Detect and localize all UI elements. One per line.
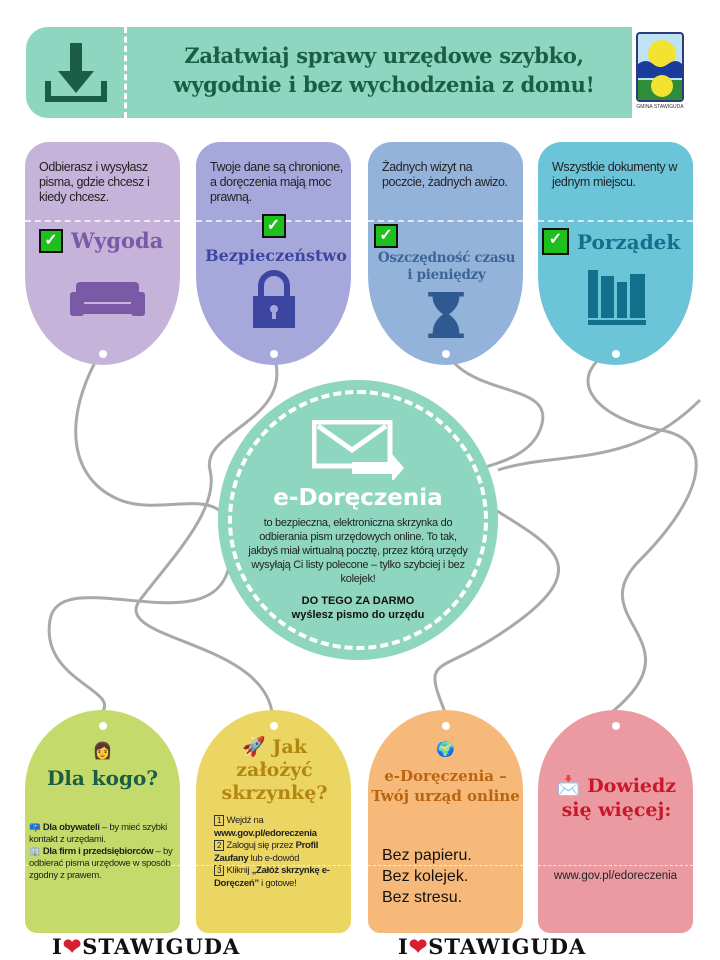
- benefit-title: Bezpieczeństwo: [205, 246, 347, 265]
- center-bold-2: wyślesz pismo do urzędu: [291, 609, 425, 621]
- who-item-2-bold: Dla firm i przedsiębiorców: [42, 846, 154, 857]
- step-1: 1 Wejdź na www.gov.pl/edoreczenia: [214, 815, 317, 839]
- globe-icon: 🌍: [436, 741, 455, 758]
- online-line: Bez papieru.: [382, 847, 472, 864]
- heart-icon: ❤: [408, 934, 429, 960]
- benefit-text: Żadnych wizyt na poczcie, żadnych awizo.: [382, 160, 508, 189]
- who-item-2-text: – by odbierać pisma urzędowe w sposób zg…: [29, 846, 173, 881]
- benefit-title: Oszczędność czasu i pieniędzy: [377, 250, 516, 283]
- tag-title: Jak założyć skrzynkę?: [221, 736, 328, 804]
- sofa-icon: [70, 282, 145, 316]
- e-doreczenia-circle: e-Doręczenia to bezpieczna, elektroniczn…: [218, 380, 498, 660]
- center-bold-1: DO TEGO ZA DARMO: [301, 595, 415, 607]
- rocket-icon: 🚀: [242, 736, 266, 758]
- center-title: e-Doręczenia: [273, 485, 443, 511]
- checkmark-icon: ✓: [261, 214, 286, 238]
- info-tag-online: 🌍 e-Doręczenia – Twój urząd online Bez p…: [368, 710, 523, 933]
- benefit-tag-oszczednosc: Żadnych wizyt na poczcie, żadnych awizo.…: [368, 142, 523, 365]
- benefit-title: Porządek: [577, 229, 681, 254]
- hourglass-icon: [428, 292, 464, 338]
- who-item-1-bold: Dla obywateli: [42, 822, 100, 833]
- page-title: Załatwiaj sprawy urzędowe szybko, wygodn…: [173, 43, 595, 97]
- checkmark-icon: ✓: [374, 224, 398, 248]
- padlock-icon: [253, 270, 295, 328]
- person-icon: 👩: [92, 743, 113, 760]
- step-2: 2 Zaloguj się przez Profil Zaufany lub e…: [214, 840, 319, 864]
- mailbox-icon: 📪: [29, 822, 41, 833]
- footer-slogan-left: I❤STAWIGUDA: [52, 934, 241, 960]
- benefit-tag-wygoda: Odbierasz i wysyłasz pisma, gdzie chcesz…: [25, 142, 180, 365]
- download-icon: [45, 43, 107, 102]
- benefit-text: Twoje dane są chronione, a doręczenia ma…: [210, 160, 343, 204]
- footer-slogan-right: I❤STAWIGUDA: [398, 934, 587, 960]
- heart-icon: ❤: [62, 934, 83, 960]
- envelope-download-icon: 📩: [556, 775, 581, 797]
- office-building-icon: 🏢: [29, 846, 41, 857]
- header-banner: Załatwiaj sprawy urzędowe szybko, wygodn…: [26, 27, 632, 118]
- benefit-text: Odbierasz i wysyłasz pisma, gdzie chcesz…: [39, 160, 150, 204]
- envelope-send-icon: [312, 420, 404, 480]
- tag-title: Dla kogo?: [46, 766, 159, 790]
- benefit-title: Wygoda: [71, 228, 164, 253]
- info-tag-wiecej: 📩 Dowiedz się więcej: www.gov.pl/edorecz…: [538, 710, 693, 933]
- tag-title: Dowiedz się więcej:: [561, 775, 677, 821]
- checkmark-icon: ✓: [542, 228, 569, 255]
- online-line: Bez kolejek.: [382, 868, 469, 885]
- logo-caption: GMINA STAWIGUDA: [636, 104, 684, 110]
- more-info-link[interactable]: www.gov.pl/edoreczenia: [553, 870, 678, 882]
- steps-list: 1 Wejdź na www.gov.pl/edoreczenia 2 Zalo…: [204, 815, 345, 890]
- gmina-logo: [636, 32, 684, 102]
- benefit-text: Wszystkie dokumenty w jednym miejscu.: [552, 160, 677, 189]
- online-line: Bez stresu.: [382, 889, 463, 906]
- center-description: to bezpieczna, elektroniczna skrzynka do…: [248, 517, 468, 585]
- dashed-divider: [124, 27, 127, 118]
- benefit-tag-porzadek: Wszystkie dokumenty w jednym miejscu. ✓ …: [538, 142, 693, 365]
- tag-title: e-Doręczenia – Twój urząd online: [371, 767, 520, 805]
- benefit-tag-bezpieczenstwo: Twoje dane są chronione, a doręczenia ma…: [196, 142, 351, 365]
- info-tag-dla-kogo: 👩 Dla kogo? 📪 Dla obywateli – by mieć sz…: [25, 710, 180, 933]
- step-3: 3 Kliknij „Załóż skrzynkę e-Doręczeń” i …: [214, 865, 330, 889]
- info-tag-jak-zalozyc: 🚀 Jak założyć skrzynkę? 1 Wejdź na www.g…: [196, 710, 351, 933]
- checkmark-icon: ✓: [39, 228, 63, 253]
- who-item-1-text: – by mieć szybki kontakt z urzędami.: [29, 822, 167, 845]
- gov-link[interactable]: www.gov.pl/edoreczenia: [214, 827, 317, 839]
- books-icon: [588, 270, 646, 325]
